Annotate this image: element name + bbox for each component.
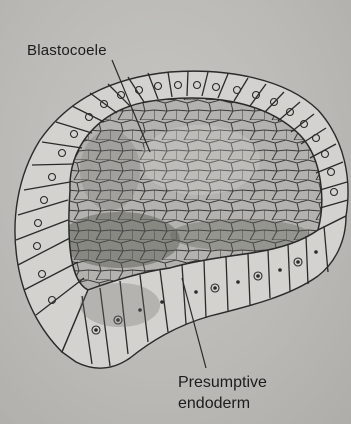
presumptive-endoderm-label-line1: Presumptive xyxy=(178,372,267,393)
presumptive-endoderm-label: Presumptive endoderm xyxy=(178,372,267,414)
presumptive-endoderm-label-line2: endoderm xyxy=(178,393,267,414)
blastocoele-label: Blastocoele xyxy=(27,40,107,61)
